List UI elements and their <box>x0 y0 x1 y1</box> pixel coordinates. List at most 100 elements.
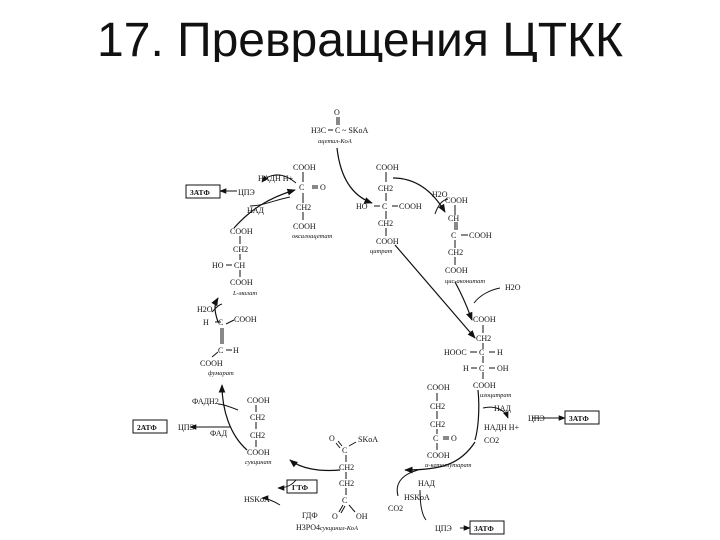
oxaloacetate: COOH C O CH2 COOH оксалоацетат <box>292 163 333 240</box>
isocitrate-oh: OH <box>497 364 509 373</box>
malate-ho: HO <box>212 261 224 270</box>
citrate-ho: HO <box>356 202 368 211</box>
cofactor-h2o-2: H2O <box>505 283 521 292</box>
cisaconitate-l4: CH2 <box>448 248 463 257</box>
succinylcoa-skoa: SKoA <box>358 435 378 444</box>
ketoglutarate-o: O <box>451 434 457 443</box>
cisaconitate-l1: COOH <box>445 196 468 205</box>
citrate-l4: CH2 <box>378 219 393 228</box>
succinylcoa-o: O <box>329 434 335 443</box>
citrate-l5: COOH <box>376 237 399 246</box>
fumarate: H C COOH COOH C H фумарат <box>200 315 257 377</box>
cofactor-h3po4: H3PO4 <box>296 523 320 532</box>
isocitrate-name: изоцитрат <box>480 392 512 399</box>
cofactor-co2-1: CO2 <box>484 436 499 445</box>
ketoglutarate-l5: COOH <box>427 451 450 460</box>
cofactor-fad: ФАД <box>210 429 228 438</box>
cofactor-h2o-1: H2O <box>432 190 448 199</box>
isocitrate-l2: CH2 <box>476 334 491 343</box>
oxaloacetate-name: оксалоацетат <box>292 233 333 240</box>
oxaloacetate-l2: C <box>299 183 304 192</box>
fumarate-cooh: COOH <box>234 315 257 324</box>
succinate-l4: COOH <box>247 448 270 457</box>
cofactor-h2o-3: H2O <box>197 305 213 314</box>
cisaconitate-l2: CH <box>448 214 459 223</box>
cisaconitate-cooh: COOH <box>469 231 492 240</box>
side-arrows <box>189 174 566 531</box>
cofactor-fadh2: ФАДН2 <box>192 397 219 406</box>
fumarate-c2: C <box>218 346 223 355</box>
cofactor-cpe-top: ЦПЭ <box>238 188 255 197</box>
succinyl-coa: O C SKoA CH2 CH2 C O OH сукцинил-КоА <box>320 434 378 532</box>
cofactor-gtf: ГТФ <box>292 483 309 492</box>
oxaloacetate-l3: CH2 <box>296 203 311 212</box>
cofactor-atp-top: 3АТФ <box>190 188 210 197</box>
fumarate-h: H <box>203 318 209 327</box>
malate-l2: CH2 <box>233 245 248 254</box>
cofactor-cpe-right: ЦПЭ <box>528 414 545 423</box>
fumarate-c: C <box>218 318 223 327</box>
isocitrate: COOH CH2 HOOC C H H C OH COOH изоцитрат <box>444 315 512 399</box>
malate-l4: COOH <box>230 278 253 287</box>
cofactor-boxes <box>132 184 600 535</box>
succinate-l2: CH2 <box>250 413 265 422</box>
fumarate-h2: H <box>233 346 239 355</box>
acetyl-skoa: ~ SKoA <box>342 126 369 135</box>
succinate-l3: CH2 <box>250 431 265 440</box>
isocitrate-c: C <box>479 348 484 357</box>
cofactor-nadh-right: НАДН Н+ <box>484 423 520 432</box>
oxaloacetate-l4: COOH <box>293 222 316 231</box>
cofactor-nad-bottom: НАД <box>418 479 436 488</box>
fumarate-name: фумарат <box>208 370 234 377</box>
bonds <box>211 117 495 514</box>
cisaconitate-name: цис-аконитат <box>445 278 485 285</box>
cis-aconitate: COOH CH C COOH CH2 COOH цис-аконитат <box>445 196 492 285</box>
succinylcoa-o2: O <box>332 512 338 521</box>
isocitrate-h: H <box>497 348 503 357</box>
cofactor-atp-left: 2АТФ <box>137 423 157 432</box>
fumarate-hooc: COOH <box>200 359 223 368</box>
cofactor-hskoa-2: HSKoA <box>244 495 270 504</box>
succinate: COOH CH2 CH2 COOH сукцинат <box>245 396 272 466</box>
oxaloacetate-l1: COOH <box>293 163 316 172</box>
succinylcoa-l3: CH2 <box>339 463 354 472</box>
acetyl-c: C <box>335 126 340 135</box>
isocitrate-h2: H <box>463 364 469 373</box>
citrate-l2: CH2 <box>378 184 393 193</box>
cofactor-nadh-top: НАДН Н+ <box>258 174 294 183</box>
malate-name: L-малат <box>232 290 257 297</box>
cofactor-cpe-bottom: ЦПЭ <box>435 524 452 533</box>
cisaconitate-l5: COOH <box>445 266 468 275</box>
cisaconitate-c: C <box>451 231 456 240</box>
succinate-l1: COOH <box>247 396 270 405</box>
ketoglutarate-l1: COOH <box>427 383 450 392</box>
citrate-c: C <box>382 202 387 211</box>
cofactor-nad-top: НАД <box>247 206 265 215</box>
isocitrate-hooc: HOOC <box>444 348 467 357</box>
ketoglutarate-c: C <box>433 434 438 443</box>
acetyl-coa: O H3C C ~ SKoA ацетил-КоА <box>311 108 369 145</box>
citrate: COOH CH2 HO C COOH CH2 COOH цитрат <box>356 163 422 255</box>
cofactor-atp-right: 3АТФ <box>569 414 589 423</box>
cofactor-hskoa-1: HSKoA <box>404 493 430 502</box>
cofactor-co2-2: CO2 <box>388 504 403 513</box>
cycle-arrows <box>211 147 480 474</box>
slide-title: 17. Превращения ЦТКК <box>97 14 623 62</box>
succinylcoa-oh: OH <box>356 512 368 521</box>
alpha-ketoglutarate: COOH CH2 CH2 C O COOH α-кетоглутарат <box>425 383 472 469</box>
succinylcoa-c2: C <box>342 496 347 505</box>
cofactor-gdf: ГДФ <box>302 511 318 520</box>
malate-c: CH <box>234 261 245 270</box>
l-malate: COOH CH2 HO CH COOH L-малат <box>212 227 257 297</box>
acetyl-name: ацетил-КоА <box>318 138 352 145</box>
cofactor-cpe-left: ЦПЭ <box>178 423 195 432</box>
ketoglutarate-name: α-кетоглутарат <box>425 462 472 469</box>
citrate-cooh: COOH <box>399 202 422 211</box>
succinylcoa-l4: CH2 <box>339 479 354 488</box>
citrate-l1: COOH <box>376 163 399 172</box>
isocitrate-l1: COOH <box>473 315 496 324</box>
oxaloacetate-o: O <box>320 183 326 192</box>
ketoglutarate-l2: CH2 <box>430 402 445 411</box>
succinate-name: сукцинат <box>245 459 272 466</box>
